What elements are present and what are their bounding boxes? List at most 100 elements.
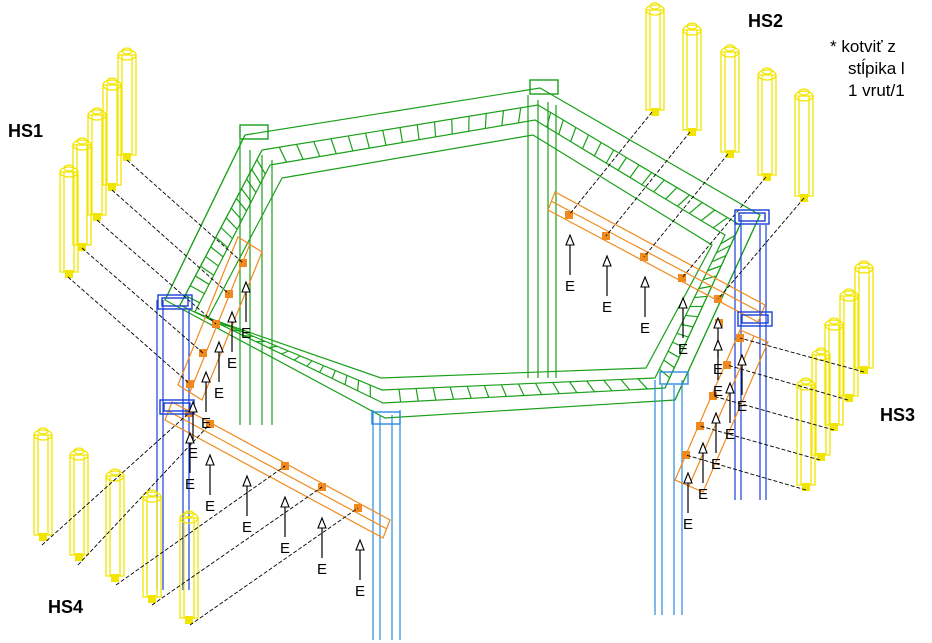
connector-line [712,395,835,431]
e-arrow: E [227,310,237,372]
yellow-post [105,468,125,582]
ring-rung [319,365,325,373]
ring-rung [715,244,731,254]
yellow-post [142,489,162,603]
ring-rung [667,350,680,358]
ring-rung [484,113,487,129]
ring-rung [707,265,722,272]
yellow-post [645,2,665,116]
ring-rung [432,387,437,401]
e-label: E [355,583,365,600]
arrow-head [188,400,198,413]
e-arrow: E [317,516,327,578]
ring-rung [581,134,590,149]
ring-rung [399,127,404,143]
e-arrow: E [725,381,735,443]
connector-line [67,276,191,385]
e-arrow: E [737,353,747,415]
e-label: E [698,486,708,503]
yellow-post [33,427,53,541]
ring-rung [357,380,360,391]
light-blue-plate [371,411,401,425]
ring-rung [677,194,690,207]
connector-line [151,486,323,606]
anchor-dot [185,409,193,417]
ring-rung [217,322,231,328]
arrow-head [241,280,251,293]
anchor-points [185,211,744,512]
ring-rung [281,350,289,355]
ring-rung [268,345,277,349]
yellow-post [839,288,859,402]
ring-rung [688,202,703,214]
ring-rung [698,285,712,290]
ring-rung [251,169,262,184]
blue-corner-posts [156,215,767,590]
ring-rung [416,124,420,140]
note-line-3: 1 vrut/1 [848,81,905,101]
yellow-post [87,107,107,221]
connector-line [96,219,217,325]
ring-rung [344,375,348,385]
e-arrow: E [188,400,198,462]
green-hexagon-frame [164,87,761,425]
ring-rung [637,378,648,390]
e-arrow: E [602,254,612,316]
e-arrow: E [683,471,693,533]
ring-rung [195,275,210,285]
ring-rung [220,227,233,239]
ring-rung [569,381,578,394]
e-label: E [242,519,252,536]
label-hs4: HS4 [48,597,84,617]
connector-line [726,364,849,401]
ring-rung [620,379,631,391]
ring-rung [466,386,472,399]
connector-line [126,159,244,264]
e-arrow: E [241,280,251,342]
arrow-head [185,431,195,444]
arrow-head [280,495,290,508]
ring-rung [235,198,248,212]
e-label: E [241,325,251,342]
ring-rung [433,121,437,137]
connector-line [643,153,729,258]
arrow-head [227,310,237,323]
blue-plate [734,209,770,225]
ring-rung [702,275,717,281]
arrow-head [565,233,575,246]
e-arrow: E [214,340,224,402]
anchor-dot [709,392,717,400]
ring-rung [629,164,640,178]
yellow-post [796,377,816,491]
ring-rung [210,246,224,258]
ring-rung [347,135,354,152]
yellow-post [757,67,777,181]
connector-line [685,454,807,491]
e-label: E [711,456,721,473]
dashed-connectors [41,111,865,626]
anchor-dot [678,274,686,282]
arrow-head [205,453,215,466]
ring-rung [331,370,336,379]
anchor-dot [239,259,247,267]
anchoring-note: * kotviť z stĺpika l 1 vrut/1 [830,36,905,102]
blue-plate [737,311,773,327]
light-blue-plate [659,371,689,385]
ring-rung [306,360,313,367]
yellow-post [179,510,199,624]
ring-rung [711,255,727,263]
arrow-head [725,381,735,394]
ring-rung [593,142,602,157]
arrow-head [602,254,612,267]
connector-line [717,197,805,300]
e-label: E [205,498,215,515]
ring-rung [665,187,678,200]
e-arrow: E [280,495,290,557]
e-arrow: E [711,411,721,473]
arrow-head [698,441,708,454]
ring-rung [189,285,205,295]
ring-rung [641,172,653,186]
e-label: E [188,445,198,462]
anchor-dot [696,422,704,430]
